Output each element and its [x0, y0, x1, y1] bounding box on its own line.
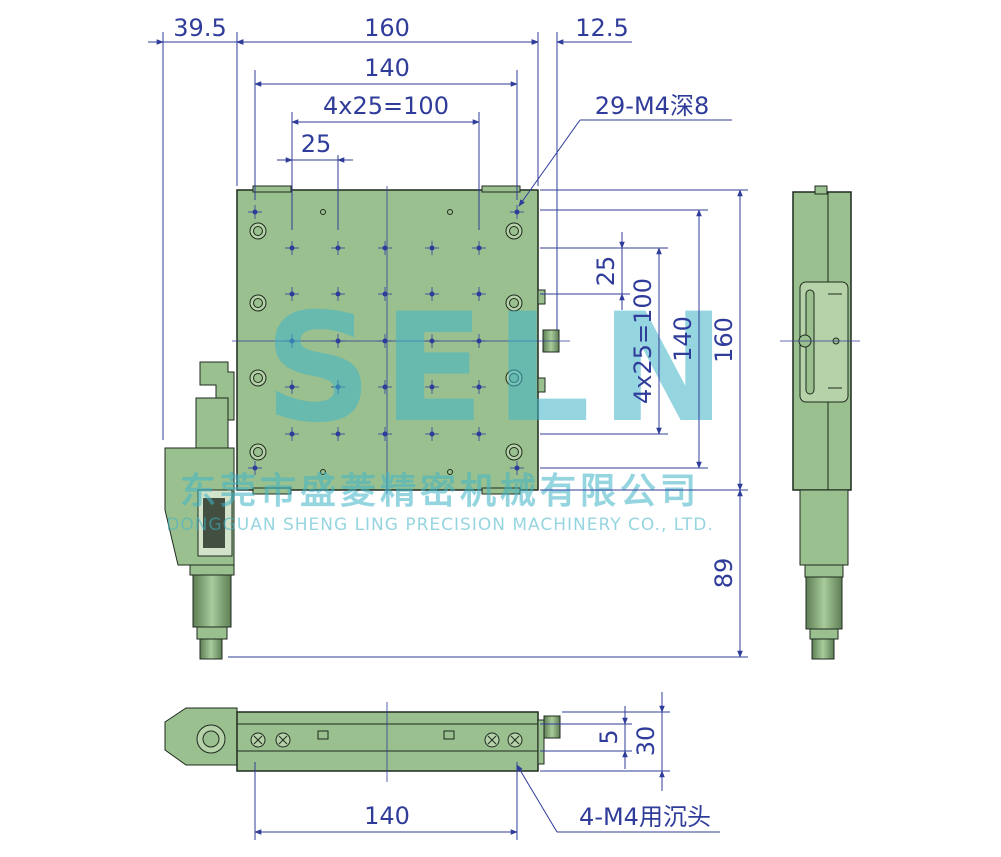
tapped-hole [472, 380, 486, 394]
counterbore [249, 222, 267, 240]
dim-25-right: 25 [592, 256, 620, 287]
tapped-hole [425, 287, 439, 301]
tapped-hole [425, 241, 439, 255]
tapped-hole [285, 287, 299, 301]
tapped-hole [331, 287, 345, 301]
tapped-hole [425, 334, 439, 348]
dim-140-bottom: 140 [364, 802, 410, 830]
tapped-hole-grid [248, 205, 524, 475]
tapped-hole [472, 334, 486, 348]
tapped-hole [285, 334, 299, 348]
counterbore [505, 369, 523, 387]
dim-4x25-top: 4x25=100 [323, 92, 449, 120]
side-view-right [780, 185, 860, 660]
dim-12-5: 12.5 [575, 14, 628, 42]
corner-tapped-hole [248, 205, 262, 219]
tapped-hole [472, 287, 486, 301]
tapped-hole [285, 427, 299, 441]
dimension-labels: 39.5 160 12.5 140 4x25=100 25 29-M4深8 25… [173, 14, 738, 831]
counterbore [505, 294, 523, 312]
dim-140-top: 140 [364, 54, 410, 82]
tapped-hole [472, 241, 486, 255]
pin-hole [447, 209, 453, 215]
watermark-company-cn: 东莞市盛菱精密机械有限公司 [180, 470, 700, 512]
dimension-lines [148, 32, 748, 840]
watermark-brand: SELN [264, 282, 736, 456]
front-screw [507, 732, 523, 748]
tapped-hole [472, 427, 486, 441]
tapped-hole [331, 241, 345, 255]
counterbore [249, 294, 267, 312]
pin-hole [320, 469, 326, 475]
tapped-hole [285, 241, 299, 255]
dim-4x25-right: 4x25=100 [629, 278, 657, 404]
tapped-hole [425, 380, 439, 394]
dim-30: 30 [632, 726, 660, 757]
tapped-hole [378, 427, 392, 441]
counterbore-holes [249, 222, 523, 461]
dim-25-top: 25 [301, 130, 332, 158]
tapped-hole [331, 334, 345, 348]
watermark: SELN 东莞市盛菱精密机械有限公司 DONGGUAN SHENG LING P… [166, 282, 736, 535]
counterbore [505, 443, 523, 461]
micrometer-thimble [192, 574, 232, 628]
corner-tapped-hole [510, 205, 524, 219]
tapped-hole [378, 287, 392, 301]
top-view [164, 185, 570, 660]
tapped-hole [425, 427, 439, 441]
stage-plate [236, 189, 539, 491]
front-screws [250, 732, 523, 748]
dim-140-right: 140 [669, 316, 697, 362]
tapped-hole [331, 380, 345, 394]
tapped-hole [285, 380, 299, 394]
dim-160-right: 160 [710, 317, 738, 363]
counterbore [505, 222, 523, 240]
tapped-hole [378, 334, 392, 348]
dim-160-top: 160 [364, 14, 410, 42]
label-mount-holes: 4-M4用沉头 [579, 803, 711, 831]
side-clamp [537, 377, 546, 393]
tapped-hole [378, 380, 392, 394]
pin-hole [320, 209, 326, 215]
micrometer-ratchet [199, 638, 223, 660]
corner-tapped-hole [248, 461, 262, 475]
side-clamp [537, 289, 546, 305]
dim-5: 5 [595, 729, 623, 744]
plate-notch [481, 185, 521, 193]
micrometer-top-view [164, 361, 235, 660]
tapped-hole [331, 427, 345, 441]
front-view [164, 702, 561, 782]
dim-89: 89 [710, 558, 738, 589]
label-tapped-holes: 29-M4深8 [595, 92, 709, 120]
watermark-company-en: DONGGUAN SHENG LING PRECISION MACHINERY … [166, 515, 714, 535]
counterbore [249, 369, 267, 387]
tapped-hole [378, 241, 392, 255]
plate-notch [481, 487, 521, 495]
front-screw [275, 732, 291, 748]
pin-hole [447, 469, 453, 475]
front-screw [250, 732, 266, 748]
counterbore [249, 443, 267, 461]
corner-tapped-hole [510, 461, 524, 475]
plate-notch [252, 185, 292, 193]
dim-39-5: 39.5 [173, 14, 226, 42]
plate-notch [252, 487, 292, 495]
front-screw [484, 732, 500, 748]
